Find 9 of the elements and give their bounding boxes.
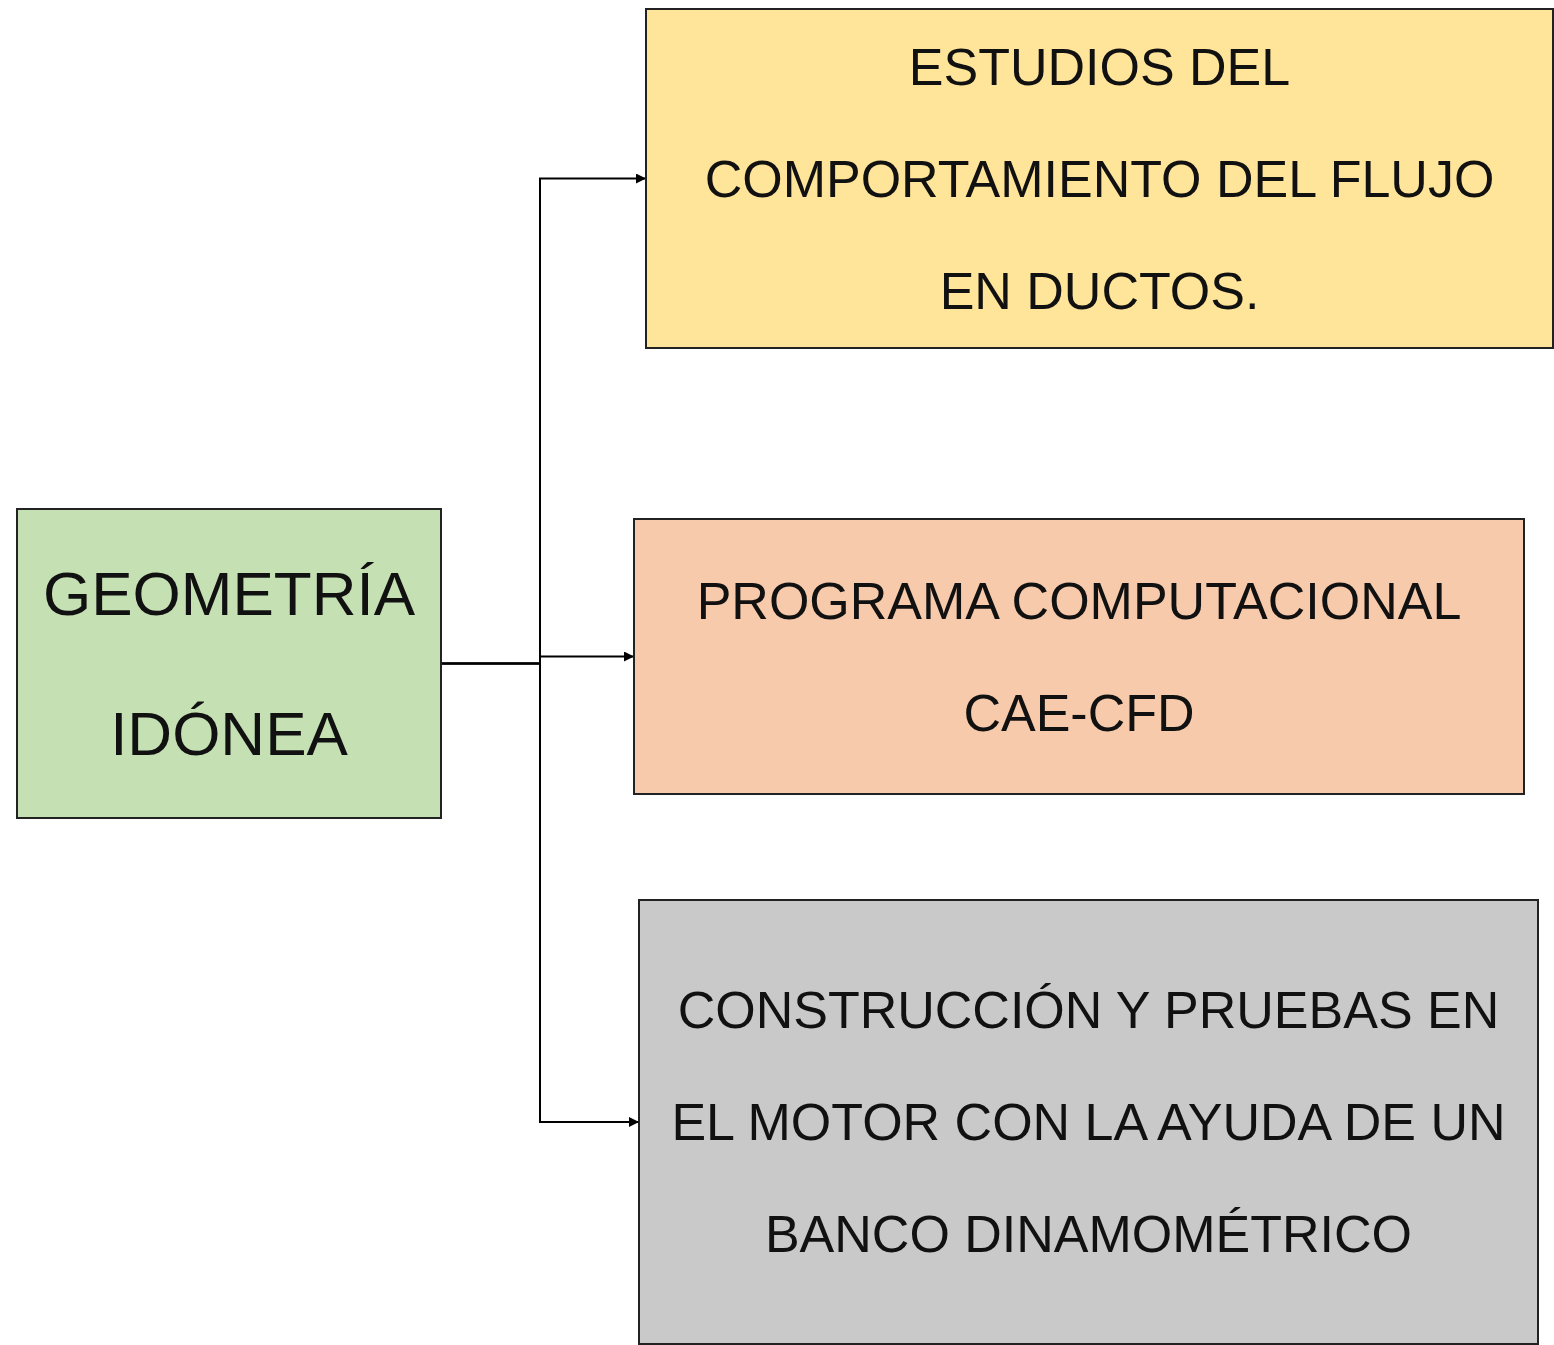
process-box bbox=[16, 508, 442, 819]
box-label: ESTUDIOS DEL COMPORTAMIENTO DEL FLUJO EN DUCTOS. bbox=[703, 36, 1496, 322]
box-label: PROGRAMA COMPUTACIONAL CAE-CFD bbox=[695, 570, 1463, 744]
process-box bbox=[633, 518, 1525, 795]
box-label: GEOMETRÍA IDÓNEA bbox=[42, 557, 416, 770]
arrow bbox=[441, 662, 639, 1127]
process-box bbox=[638, 899, 1539, 1345]
process-box bbox=[645, 8, 1554, 349]
box-label: CONSTRUCCIÓN Y PRUEBAS EN EL MOTOR CON LA AYUDA DE UN BANCO DINAMOMÉTRICO bbox=[670, 980, 1507, 1265]
